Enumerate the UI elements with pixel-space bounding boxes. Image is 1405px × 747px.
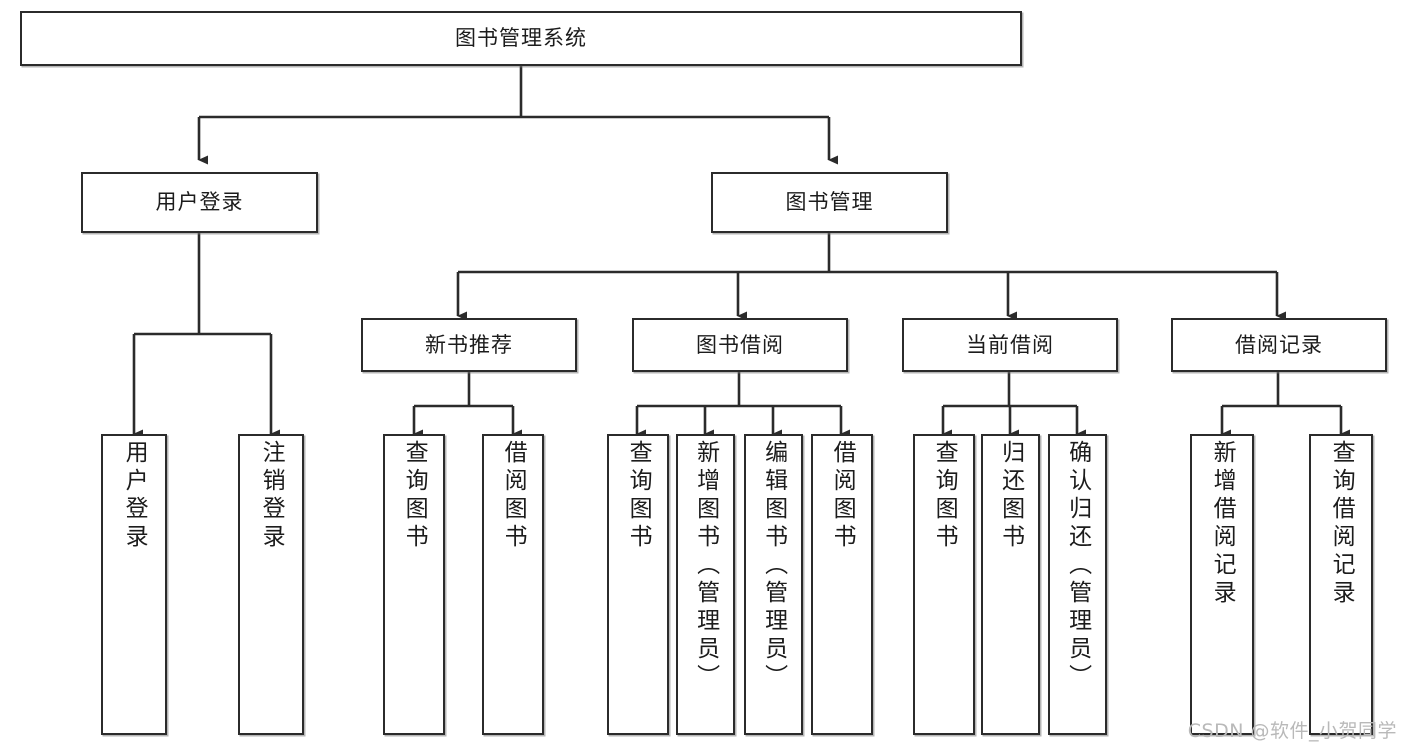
node-leaf-confirm-return-label: 确认归还（管理员）: [1064, 440, 1091, 692]
node-leaf-query-book-1-label: 查询图书: [401, 440, 428, 552]
node-leaf-query-book-2-label: 查询图书: [625, 440, 652, 552]
node-user-login[interactable]: 用户登录: [81, 172, 318, 233]
node-book-manage[interactable]: 图书管理: [711, 172, 948, 233]
node-leaf-borrow-book-2[interactable]: 借阅图书: [811, 434, 873, 735]
node-leaf-add-record[interactable]: 新增借阅记录: [1190, 434, 1254, 735]
node-borrow-record[interactable]: 借阅记录: [1171, 318, 1387, 372]
node-book-manage-label: 图书管理: [785, 190, 874, 215]
node-borrow-record-label: 借阅记录: [1235, 332, 1323, 357]
node-leaf-user-logout[interactable]: 注销登录: [238, 434, 304, 735]
node-leaf-user-logout-label: 注销登录: [258, 440, 285, 552]
csdn-watermark: CSDN @软件_小贺同学: [1187, 720, 1397, 742]
node-leaf-query-book-1[interactable]: 查询图书: [383, 434, 445, 735]
node-leaf-borrow-book-2-label: 借阅图书: [829, 440, 856, 552]
node-leaf-add-record-label: 新增借阅记录: [1209, 440, 1236, 608]
node-new-book-recommend-label: 新书推荐: [425, 332, 513, 357]
node-leaf-confirm-return[interactable]: 确认归还（管理员）: [1048, 434, 1107, 735]
node-leaf-borrow-book-1-label: 借阅图书: [500, 440, 527, 552]
node-leaf-query-book-2[interactable]: 查询图书: [607, 434, 669, 735]
node-leaf-query-book-3-label: 查询图书: [931, 440, 958, 552]
node-leaf-query-record[interactable]: 查询借阅记录: [1309, 434, 1373, 735]
node-leaf-edit-book-label: 编辑图书（管理员）: [760, 440, 787, 692]
node-leaf-query-record-label: 查询借阅记录: [1328, 440, 1355, 608]
node-current-borrow[interactable]: 当前借阅: [902, 318, 1118, 372]
node-leaf-user-login[interactable]: 用户登录: [101, 434, 167, 735]
node-leaf-borrow-book-1[interactable]: 借阅图书: [482, 434, 544, 735]
node-book-borrow[interactable]: 图书借阅: [632, 318, 848, 372]
node-book-borrow-label: 图书借阅: [696, 332, 784, 357]
node-user-login-label: 用户登录: [155, 190, 244, 215]
node-leaf-query-book-3[interactable]: 查询图书: [913, 434, 975, 735]
node-leaf-user-login-label: 用户登录: [121, 440, 148, 552]
node-leaf-return-book[interactable]: 归还图书: [981, 434, 1040, 735]
node-leaf-add-book[interactable]: 新增图书（管理员）: [676, 434, 735, 735]
node-leaf-add-book-label: 新增图书（管理员）: [692, 440, 719, 692]
node-leaf-edit-book[interactable]: 编辑图书（管理员）: [744, 434, 803, 735]
node-leaf-return-book-label: 归还图书: [997, 440, 1024, 552]
node-root[interactable]: 图书管理系统: [20, 11, 1022, 66]
node-new-book-recommend[interactable]: 新书推荐: [361, 318, 577, 372]
node-current-borrow-label: 当前借阅: [966, 332, 1054, 357]
node-root-label: 图书管理系统: [455, 26, 587, 51]
